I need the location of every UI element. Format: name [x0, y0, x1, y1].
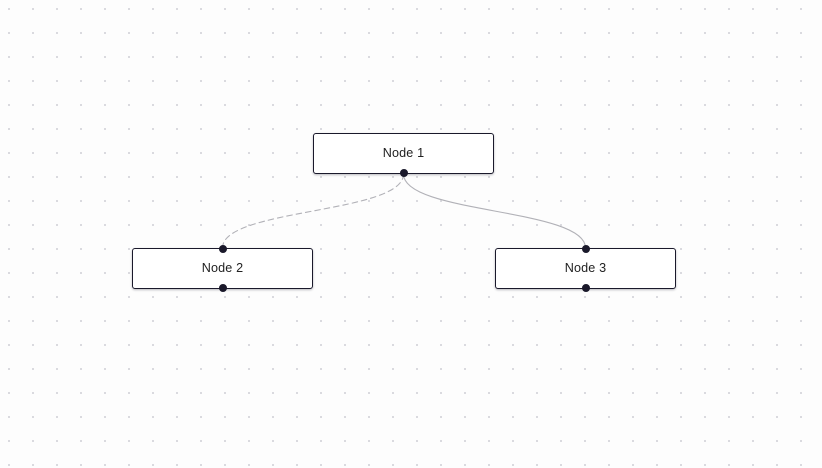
target-handle-node-3[interactable] [581, 245, 590, 253]
node-label: Node 1 [382, 146, 425, 161]
flow-node-node-1[interactable]: Node 1 [313, 133, 494, 177]
source-handle-node-3[interactable] [581, 284, 590, 292]
flow-node-node-3[interactable]: Node 3 [495, 245, 676, 292]
source-handle-node-1[interactable] [399, 169, 408, 177]
flow-node-node-2[interactable]: Node 2 [132, 245, 313, 292]
source-handle-node-2[interactable] [218, 284, 227, 292]
node-label: Node 3 [564, 261, 607, 276]
node-label: Node 2 [201, 261, 244, 276]
target-handle-node-2[interactable] [218, 245, 227, 253]
